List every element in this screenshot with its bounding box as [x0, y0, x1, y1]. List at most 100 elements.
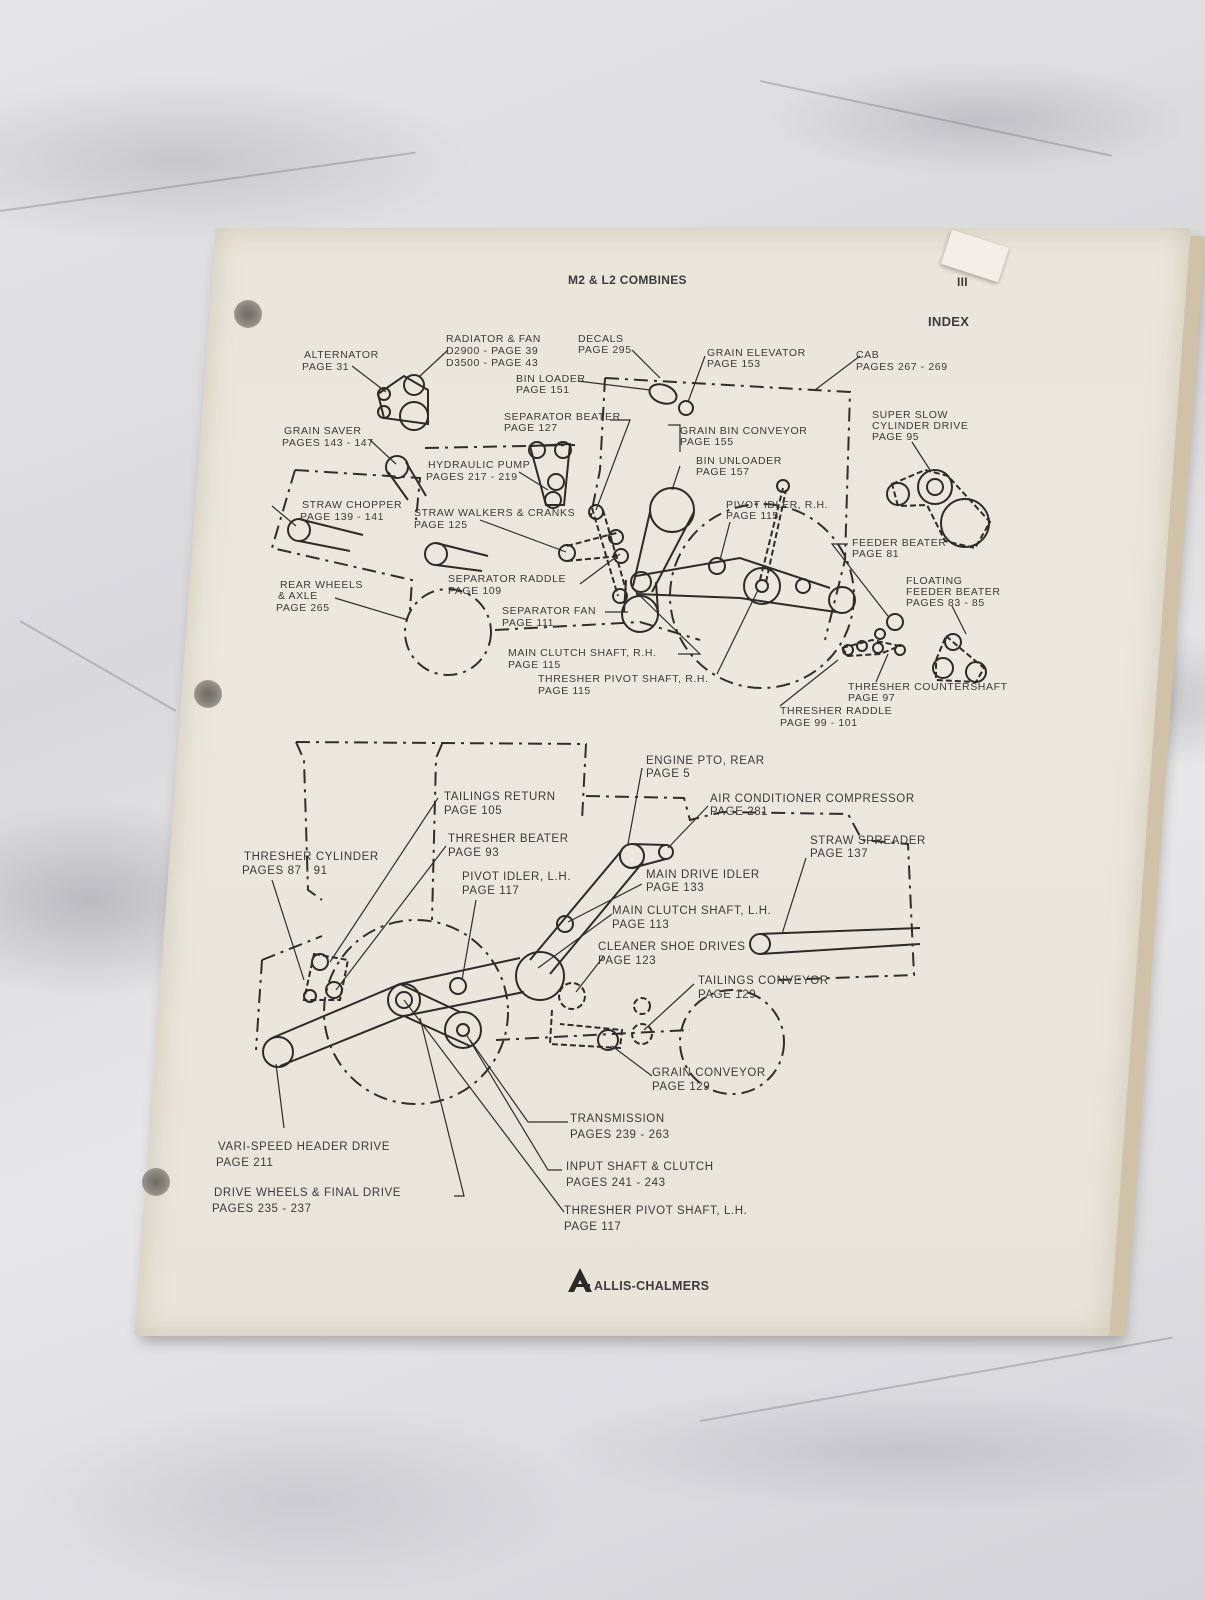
- svg-text:TAILINGS RETURN: TAILINGS RETURN: [444, 791, 556, 803]
- svg-text:STRAW SPREADER: STRAW SPREADER: [810, 835, 926, 847]
- label-input-shaft-clutch[interactable]: INPUT SHAFT & CLUTCH PAGES 241 - 243: [566, 1161, 714, 1189]
- label-tailings-return[interactable]: TAILINGS RETURN PAGE 105: [444, 791, 556, 817]
- label-separator-beater[interactable]: SEPARATOR BEATER PAGE 127: [504, 411, 621, 434]
- svg-text:& AXLE: & AXLE: [278, 590, 318, 602]
- svg-text:TAILINGS CONVEYOR: TAILINGS CONVEYOR: [698, 975, 829, 987]
- label-main-drive-idler[interactable]: MAIN DRIVE IDLER PAGE 133: [646, 869, 760, 894]
- svg-text:BIN LOADER: BIN LOADER: [516, 373, 586, 385]
- svg-text:GRAIN CONVEYOR: GRAIN CONVEYOR: [652, 1067, 766, 1079]
- label-separator-fan[interactable]: SEPARATOR FAN PAGE 111: [502, 605, 596, 629]
- svg-text:PAGE 151: PAGE 151: [516, 384, 570, 396]
- svg-text:PAGE 125: PAGE 125: [414, 519, 468, 531]
- svg-text:PAGE 105: PAGE 105: [444, 805, 502, 817]
- svg-text:SEPARATOR RADDLE: SEPARATOR RADDLE: [448, 573, 566, 585]
- label-rear-wheels-axle[interactable]: REAR WHEELS & AXLE PAGE 265: [276, 579, 363, 614]
- svg-text:REAR WHEELS: REAR WHEELS: [280, 579, 363, 591]
- section-title: INDEX: [928, 314, 969, 329]
- svg-text:CLEANER SHOE DRIVES: CLEANER SHOE DRIVES: [598, 941, 746, 953]
- label-thresher-cylinder[interactable]: THRESHER CYLINDER PAGES 87 - 91: [242, 851, 379, 877]
- svg-text:PAGE 117: PAGE 117: [462, 885, 519, 897]
- svg-text:PAGE 115: PAGE 115: [726, 510, 779, 522]
- label-tailings-conveyor[interactable]: TAILINGS CONVEYOR PAGE 129: [698, 975, 829, 1001]
- label-drive-wheels-final-drive[interactable]: DRIVE WHEELS & FINAL DRIVE PAGES 235 - 2…: [212, 1187, 401, 1215]
- svg-text:AIR CONDITIONER COMPRESSOR: AIR CONDITIONER COMPRESSOR: [710, 793, 915, 805]
- svg-text:PAGES 217 - 219: PAGES 217 - 219: [426, 471, 518, 483]
- svg-text:MAIN DRIVE IDLER: MAIN DRIVE IDLER: [646, 869, 760, 881]
- label-bin-unloader[interactable]: BIN UNLOADER PAGE 157: [696, 455, 782, 478]
- svg-text:PAGE 295: PAGE 295: [578, 344, 632, 356]
- svg-text:PAGE 129: PAGE 129: [698, 989, 756, 1001]
- lower-labels: ENGINE PTO, REAR PAGE 5 TAILINGS RETURN …: [212, 755, 926, 1233]
- svg-text:PAGE 117: PAGE 117: [564, 1221, 621, 1233]
- svg-text:PAGE 97: PAGE 97: [848, 692, 895, 704]
- svg-text:THRESHER CYLINDER: THRESHER CYLINDER: [244, 851, 379, 863]
- label-straw-chopper[interactable]: STRAW CHOPPER PAGE 139 - 141: [300, 499, 402, 523]
- label-grain-saver[interactable]: GRAIN SAVER PAGES 143 - 147: [282, 425, 374, 449]
- label-alternator[interactable]: ALTERNATOR PAGE 31: [302, 349, 379, 373]
- svg-text:GRAIN BIN CONVEYOR: GRAIN BIN CONVEYOR: [680, 425, 807, 437]
- label-pivot-idler-lh[interactable]: PIVOT IDLER, L.H. PAGE 117: [462, 871, 571, 897]
- svg-text:PAGE 115: PAGE 115: [538, 685, 591, 697]
- label-thresher-beater[interactable]: THRESHER BEATER PAGE 93: [448, 833, 569, 859]
- label-grain-conveyor[interactable]: GRAIN CONVEYOR PAGE 129: [652, 1067, 766, 1093]
- svg-text:SEPARATOR FAN: SEPARATOR FAN: [502, 605, 596, 617]
- svg-text:CAB: CAB: [856, 349, 879, 361]
- svg-text:STRAW CHOPPER: STRAW CHOPPER: [302, 499, 402, 511]
- svg-text:FEEDER BEATER: FEEDER BEATER: [906, 586, 1001, 598]
- svg-text:PAGES 267 - 269: PAGES 267 - 269: [856, 361, 948, 373]
- label-cleaner-shoe-drives[interactable]: CLEANER SHOE DRIVES PAGE 123: [598, 941, 746, 967]
- label-thresher-countershaft[interactable]: THRESHER COUNTERSHAFT PAGE 97: [848, 681, 1008, 704]
- label-hydraulic-pump[interactable]: HYDRAULIC PUMP PAGES 217 - 219: [426, 459, 530, 483]
- brand-name: ALLIS-CHALMERS: [594, 1279, 709, 1293]
- label-thresher-pivot-shaft-lh[interactable]: THRESHER PIVOT SHAFT, L.H. PAGE 117: [564, 1205, 747, 1233]
- label-grain-bin-conveyor[interactable]: GRAIN BIN CONVEYOR PAGE 155: [680, 425, 807, 448]
- binder-hole-top: [234, 300, 262, 328]
- label-pivot-idler-rh[interactable]: PIVOT IDLER, R.H. PAGE 115: [726, 499, 828, 522]
- svg-text:PAGE 95: PAGE 95: [872, 431, 919, 443]
- label-air-conditioner-compressor[interactable]: AIR CONDITIONER COMPRESSOR PAGE 281: [710, 793, 915, 818]
- label-decals[interactable]: DECALS PAGE 295: [578, 333, 632, 356]
- svg-text:PAGE 265: PAGE 265: [276, 602, 330, 614]
- svg-text:VARI-SPEED HEADER DRIVE: VARI-SPEED HEADER DRIVE: [218, 1141, 390, 1153]
- label-main-clutch-shaft-lh[interactable]: MAIN CLUTCH SHAFT, L.H. PAGE 113: [612, 905, 771, 931]
- label-vari-speed-header-drive[interactable]: VARI-SPEED HEADER DRIVE PAGE 211: [216, 1141, 390, 1169]
- label-thresher-pivot-shaft-rh[interactable]: THRESHER PIVOT SHAFT, R.H. PAGE 115: [538, 673, 709, 697]
- label-straw-spreader[interactable]: STRAW SPREADER PAGE 137: [810, 835, 926, 860]
- svg-text:GRAIN ELEVATOR: GRAIN ELEVATOR: [707, 347, 806, 359]
- label-bin-loader[interactable]: BIN LOADER PAGE 151: [516, 373, 586, 396]
- svg-text:PAGES 241 - 243: PAGES 241 - 243: [566, 1177, 666, 1189]
- svg-text:PAGE 111: PAGE 111: [502, 617, 554, 629]
- lower-diagram-drawing: [255, 741, 921, 1213]
- svg-text:PAGES 83 - 85: PAGES 83 - 85: [906, 597, 985, 609]
- svg-text:DRIVE WHEELS & FINAL DRIVE: DRIVE WHEELS & FINAL DRIVE: [214, 1187, 401, 1199]
- label-main-clutch-shaft-rh[interactable]: MAIN CLUTCH SHAFT, R.H. PAGE 115: [508, 647, 657, 671]
- svg-text:PAGE 115: PAGE 115: [508, 659, 561, 671]
- svg-text:PAGES 143 - 147: PAGES 143 - 147: [282, 437, 374, 449]
- svg-text:PAGES 239 - 263: PAGES 239 - 263: [570, 1129, 670, 1141]
- label-grain-elevator[interactable]: GRAIN ELEVATOR PAGE 153: [707, 347, 806, 370]
- svg-text:PAGE 109: PAGE 109: [448, 585, 502, 597]
- allis-chalmers-logo-icon: [568, 1268, 592, 1292]
- label-separator-raddle[interactable]: SEPARATOR RADDLE PAGE 109: [448, 573, 566, 597]
- label-transmission[interactable]: TRANSMISSION PAGES 239 - 263: [570, 1113, 670, 1141]
- label-radiator-fan[interactable]: RADIATOR & FAN D2900 - PAGE 39 D3500 - P…: [446, 333, 541, 369]
- label-thresher-raddle[interactable]: THRESHER RADDLE PAGE 99 - 101: [780, 705, 892, 729]
- svg-text:THRESHER PIVOT SHAFT, R.H.: THRESHER PIVOT SHAFT, R.H.: [538, 673, 709, 685]
- svg-text:PAGE 93: PAGE 93: [448, 847, 499, 859]
- svg-text:PAGE 123: PAGE 123: [598, 955, 656, 967]
- svg-text:PIVOT IDLER, L.H.: PIVOT IDLER, L.H.: [462, 871, 571, 883]
- label-cab[interactable]: CAB PAGES 267 - 269: [856, 349, 948, 373]
- upper-diagram-drawing: [270, 349, 992, 707]
- svg-text:INPUT SHAFT & CLUTCH: INPUT SHAFT & CLUTCH: [566, 1161, 714, 1173]
- svg-text:ALTERNATOR: ALTERNATOR: [304, 349, 379, 361]
- label-feeder-beater[interactable]: FEEDER BEATER PAGE 81: [852, 537, 947, 560]
- label-engine-pto-rear[interactable]: ENGINE PTO, REAR PAGE 5: [646, 755, 765, 780]
- label-floating-feeder-beater[interactable]: FLOATING FEEDER BEATER PAGES 83 - 85: [906, 575, 1001, 609]
- svg-text:PAGE 139 - 141: PAGE 139 - 141: [300, 511, 384, 523]
- binder-hole-bottom: [142, 1168, 170, 1196]
- svg-text:PAGE 157: PAGE 157: [696, 466, 750, 478]
- label-super-slow-cylinder-drive[interactable]: SUPER SLOW CYLINDER DRIVE PAGE 95: [872, 409, 969, 443]
- label-straw-walkers-cranks[interactable]: STRAW WALKERS & CRANKS PAGE 125: [414, 507, 575, 531]
- page-number: III: [957, 275, 968, 289]
